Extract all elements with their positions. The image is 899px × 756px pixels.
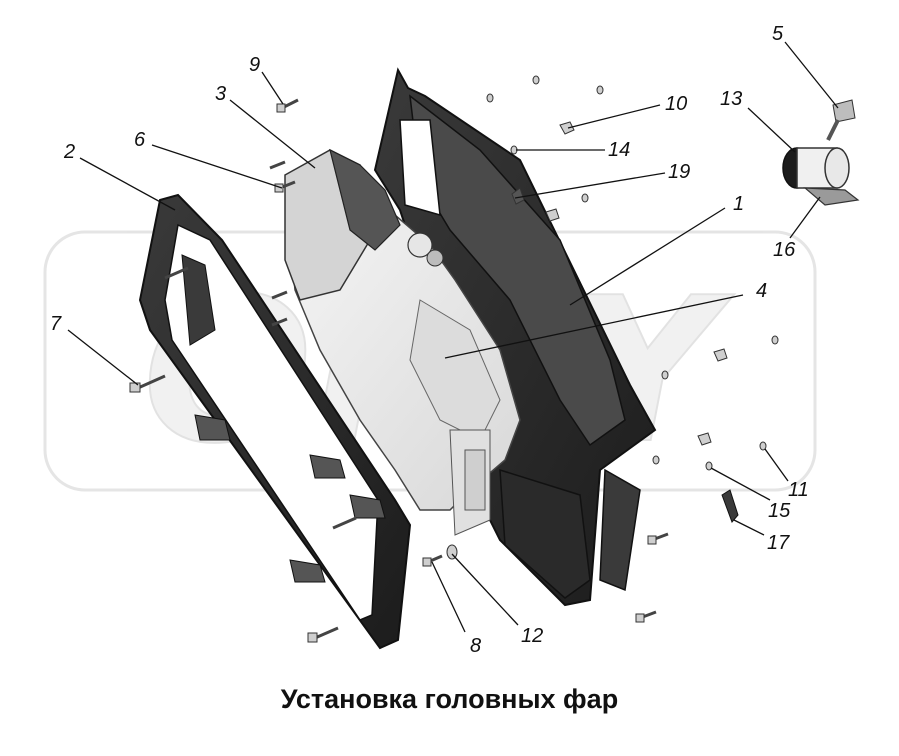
callout-2: 2 bbox=[63, 141, 75, 163]
screw bbox=[647, 532, 669, 545]
leader-19 bbox=[514, 172, 666, 199]
screw bbox=[332, 516, 357, 530]
leader-11 bbox=[764, 448, 789, 482]
washer bbox=[661, 370, 669, 380]
leader-13 bbox=[747, 107, 796, 153]
washer bbox=[596, 85, 604, 95]
leader-2 bbox=[79, 157, 176, 211]
callout-10: 10 bbox=[665, 93, 687, 115]
leader-1 bbox=[569, 207, 726, 306]
callout-4: 4 bbox=[756, 280, 767, 302]
washer bbox=[486, 93, 494, 103]
part-5-bolt bbox=[826, 99, 856, 141]
part-10-nut bbox=[559, 121, 575, 135]
washer bbox=[771, 335, 779, 345]
part-1-housing-frame bbox=[373, 67, 657, 607]
fasteners bbox=[129, 75, 779, 643]
callout-15: 15 bbox=[768, 500, 791, 522]
leader-4 bbox=[444, 294, 744, 359]
part-11-washer bbox=[759, 441, 767, 451]
screw bbox=[164, 266, 189, 280]
callout-13: 13 bbox=[720, 88, 742, 110]
part-2-front-frame bbox=[138, 193, 412, 650]
screw bbox=[307, 626, 339, 643]
part-17-clip bbox=[721, 489, 739, 523]
leader-5 bbox=[784, 41, 839, 109]
callout-3: 3 bbox=[215, 83, 226, 105]
callout-5: 5 bbox=[772, 23, 784, 45]
screw bbox=[271, 317, 288, 327]
leader-16 bbox=[789, 196, 821, 239]
diagram-title: Установка головных фар bbox=[280, 684, 619, 714]
part-15-washer bbox=[705, 461, 713, 471]
screw bbox=[269, 160, 286, 170]
callout-6: 6 bbox=[134, 129, 146, 151]
leader-12 bbox=[451, 553, 519, 626]
callout-14: 14 bbox=[608, 139, 630, 161]
washer bbox=[581, 193, 589, 203]
part-12-washer bbox=[446, 544, 458, 560]
part-6-screw bbox=[274, 180, 296, 193]
leader-lines bbox=[67, 41, 839, 633]
leader-8 bbox=[431, 561, 466, 633]
leader-15 bbox=[710, 467, 771, 501]
callout-1: 1 bbox=[733, 193, 744, 215]
part-16-bracket bbox=[803, 187, 860, 206]
leader-10 bbox=[567, 104, 661, 129]
nut bbox=[545, 208, 560, 222]
callout-12: 12 bbox=[521, 625, 543, 647]
callout-17: 17 bbox=[767, 532, 790, 554]
callout-16: 16 bbox=[773, 239, 796, 261]
leader-7 bbox=[67, 329, 139, 386]
part-3-adjuster-block bbox=[284, 148, 444, 301]
leader-3 bbox=[229, 99, 316, 169]
callout-8: 8 bbox=[470, 635, 481, 657]
callout-7: 7 bbox=[50, 313, 62, 335]
part-9-screw bbox=[276, 98, 299, 113]
callout-labels: 1 2 3 4 5 6 7 8 9 10 11 12 13 14 15 16 1… bbox=[50, 23, 809, 657]
part-8-screw bbox=[422, 554, 443, 567]
nut bbox=[697, 432, 712, 446]
part-4-headlamp bbox=[289, 214, 521, 536]
callout-11: 11 bbox=[788, 479, 809, 501]
leader-9 bbox=[261, 71, 284, 105]
washer bbox=[652, 455, 660, 465]
part-19-clip bbox=[511, 187, 525, 205]
washer bbox=[532, 75, 540, 85]
callout-9: 9 bbox=[249, 54, 260, 76]
screw bbox=[271, 290, 288, 300]
leader-17 bbox=[733, 519, 765, 536]
screw bbox=[635, 610, 657, 623]
callout-19: 19 bbox=[668, 161, 690, 183]
nut bbox=[713, 348, 728, 362]
part-13-bushing bbox=[782, 147, 850, 189]
leader-6 bbox=[151, 144, 283, 189]
